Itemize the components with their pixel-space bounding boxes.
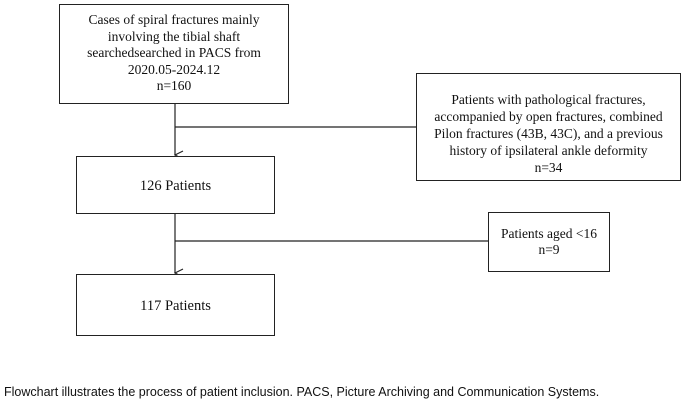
initial-line-2: involving the tibial shaft	[107, 28, 241, 44]
box-initial-search: Cases of spiral fractures mainly involvi…	[59, 4, 289, 104]
exclusion-2-line-2: n=9	[538, 242, 560, 257]
exclusion-1-line-5: n=34	[534, 160, 563, 175]
box-exclusion-age: Patients aged <16 n=9	[488, 212, 610, 272]
initial-line-4: 2020.05-2024.12	[127, 61, 221, 77]
box-126-patients: 126 Patients	[76, 156, 275, 214]
box-exclusion-pathological: Patients with pathological fractures, ac…	[416, 73, 681, 181]
exclusion-1-line-2: accompanied by open fractures, combined	[434, 109, 663, 124]
box-126-label: 126 Patients	[139, 178, 212, 194]
initial-line-3: searchedsearched in PACS from	[87, 45, 261, 60]
box-117-patients: 117 Patients	[76, 274, 275, 336]
initial-line-5: n=160	[156, 78, 192, 93]
initial-line-1: Cases of spiral fractures mainly	[88, 12, 260, 27]
exclusion-2-line-1: Patients aged <16	[500, 226, 598, 241]
exclusion-1-line-1: Patients with pathological fractures,	[451, 92, 646, 107]
figure-caption: Flowchart illustrates the process of pat…	[4, 385, 600, 399]
exclusion-1-line-4: history of ipsilateral ankle deformity	[449, 143, 648, 158]
box-117-label: 117 Patients	[140, 298, 211, 314]
exclusion-1-line-3: Pilon fractures (43B, 43C), and a previo…	[434, 126, 663, 141]
